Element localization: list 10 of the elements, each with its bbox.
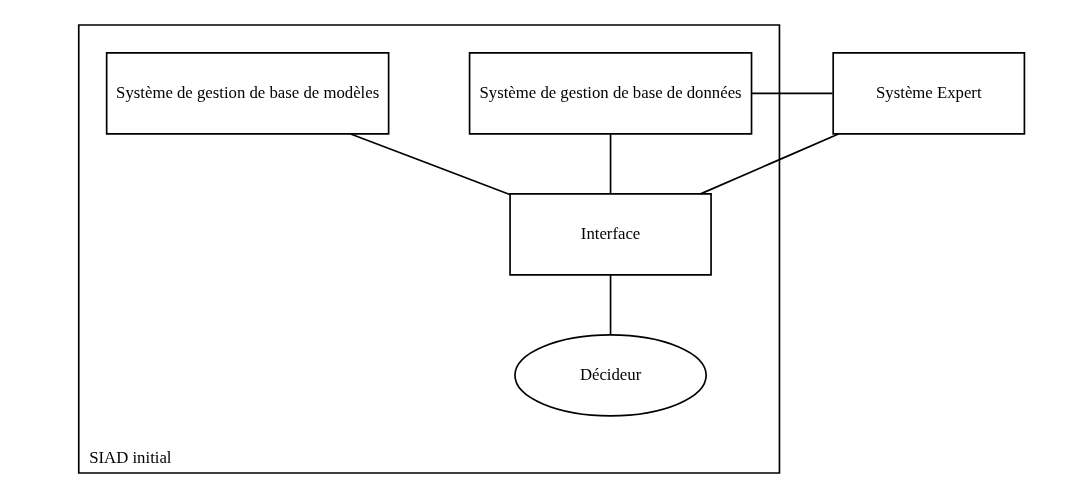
node-ellipse: Décideur [514,334,707,417]
node-box: Système de gestion de base de données [468,52,753,135]
connector [609,274,612,336]
node-box: Système de gestion de base de modèles [105,52,390,135]
node-box: Système Expert [832,52,1026,135]
connector [609,133,612,195]
connector [699,133,840,195]
node-box: Interface [509,193,712,276]
connector [349,133,511,196]
connector [750,92,834,95]
